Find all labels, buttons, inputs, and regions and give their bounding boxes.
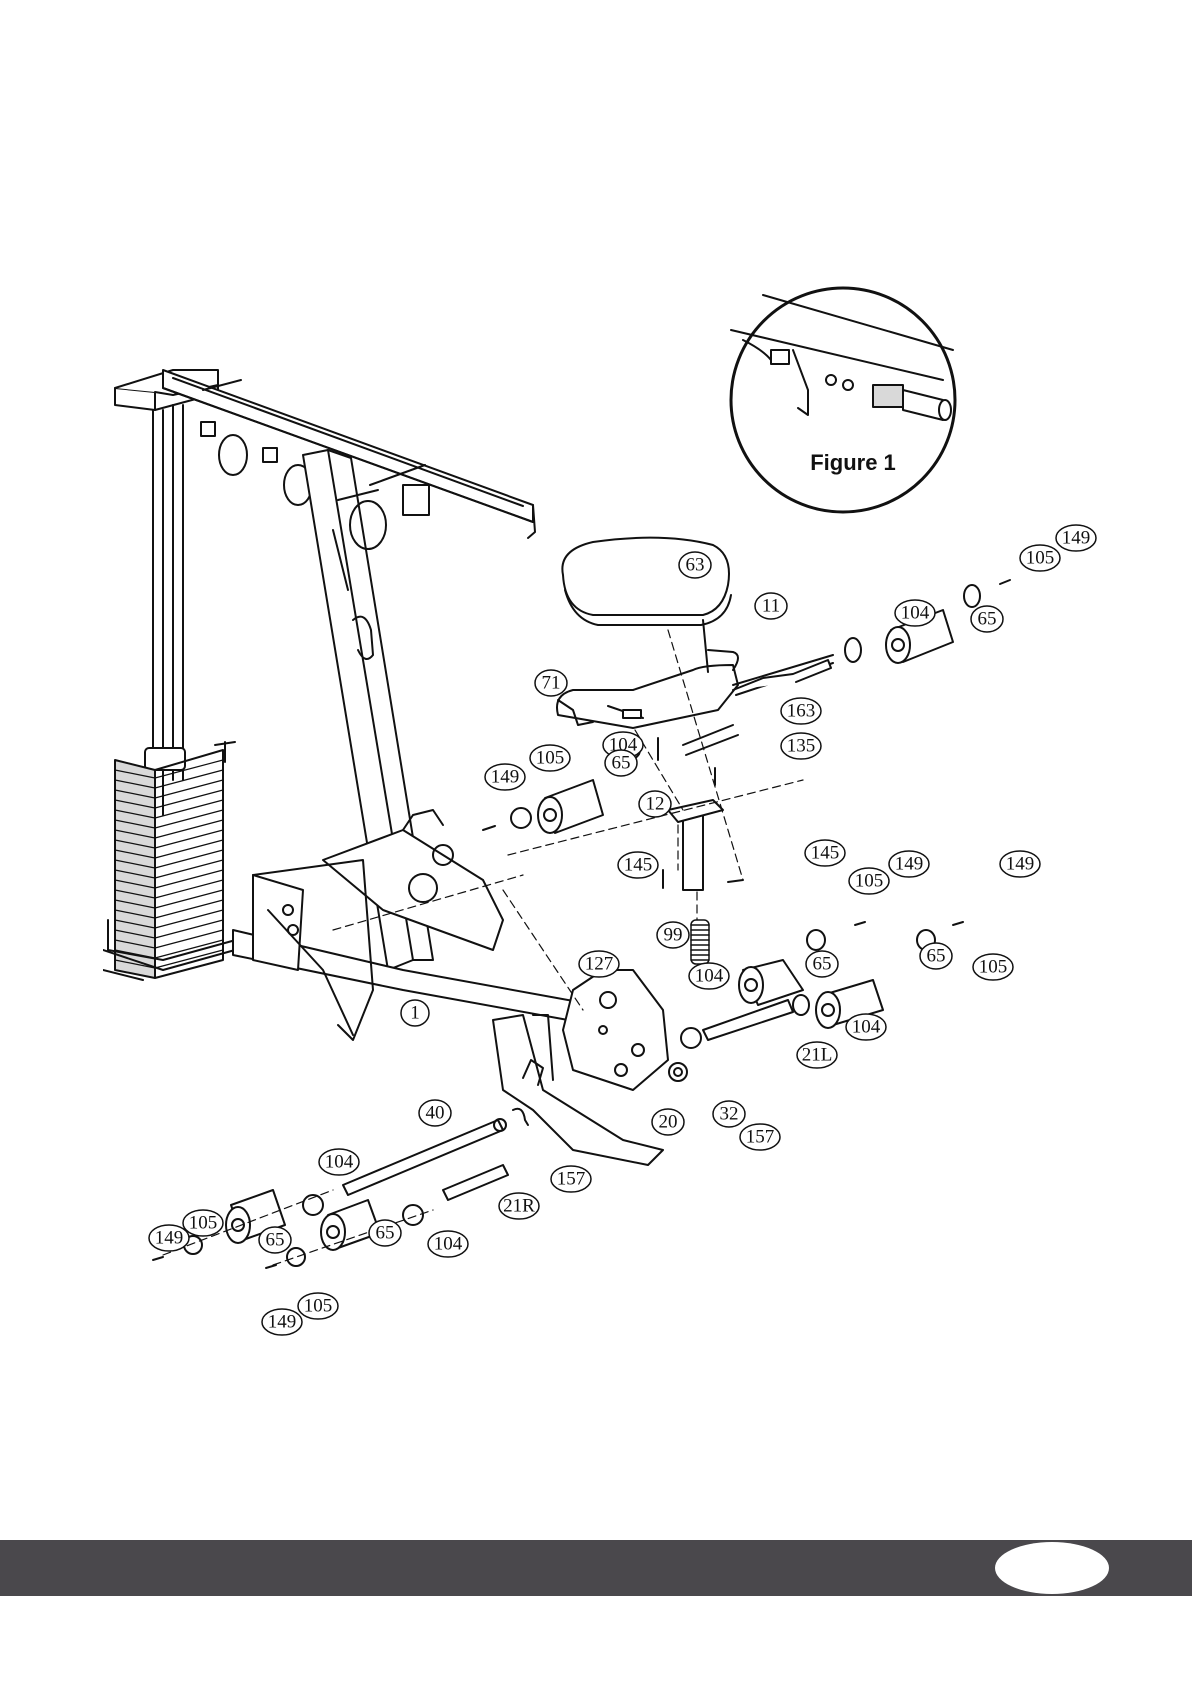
svg-text:65: 65 [978, 609, 997, 630]
callout-104: 104 [895, 600, 935, 626]
callout-105: 105 [1020, 545, 1060, 571]
svg-text:21R: 21R [503, 1196, 535, 1217]
svg-text:135: 135 [787, 736, 816, 757]
callout-105: 105 [849, 868, 889, 894]
callout-145: 145 [805, 840, 845, 866]
callout-40: 40 [419, 1100, 451, 1126]
svg-text:11: 11 [762, 596, 780, 617]
callout-157: 157 [740, 1124, 780, 1150]
svg-text:127: 127 [585, 954, 614, 975]
svg-text:145: 145 [624, 855, 653, 876]
svg-text:21L: 21L [802, 1045, 833, 1066]
callout-1: 1 [401, 1000, 429, 1026]
svg-text:149: 149 [1006, 854, 1035, 875]
lower-left-roller-set [153, 1109, 528, 1268]
top-frame [163, 370, 535, 549]
callout-65: 65 [369, 1220, 401, 1246]
callout-71: 71 [535, 670, 567, 696]
callout-65: 65 [605, 750, 637, 776]
callout-149: 149 [149, 1225, 189, 1251]
svg-text:105: 105 [855, 871, 884, 892]
svg-text:105: 105 [979, 957, 1008, 978]
callout-105: 105 [298, 1293, 338, 1319]
svg-text:65: 65 [612, 753, 631, 774]
callout-65: 65 [806, 951, 838, 977]
svg-text:104: 104 [852, 1017, 881, 1038]
svg-text:99: 99 [664, 925, 683, 946]
svg-text:71: 71 [542, 673, 561, 694]
callout-32: 32 [713, 1101, 745, 1127]
callout-12: 12 [639, 791, 671, 817]
svg-text:105: 105 [1026, 548, 1055, 569]
callout-11: 11 [755, 593, 787, 619]
callout-21L: 21L [797, 1042, 837, 1068]
svg-text:163: 163 [787, 701, 816, 722]
callout-65: 65 [920, 943, 952, 969]
svg-text:149: 149 [155, 1228, 184, 1249]
callout-105: 105 [183, 1210, 223, 1236]
svg-text:157: 157 [557, 1169, 586, 1190]
svg-text:105: 105 [304, 1296, 333, 1317]
svg-text:149: 149 [895, 854, 924, 875]
svg-text:104: 104 [434, 1234, 463, 1255]
callout-145: 145 [618, 852, 658, 878]
svg-text:65: 65 [376, 1223, 395, 1244]
svg-text:65: 65 [813, 954, 832, 975]
callout-99: 99 [657, 922, 689, 948]
callout-104: 104 [689, 963, 729, 989]
page-number [995, 1542, 1109, 1594]
svg-text:20: 20 [659, 1112, 678, 1133]
svg-text:104: 104 [901, 603, 930, 624]
callout-104: 104 [319, 1149, 359, 1175]
callout-63: 63 [679, 552, 711, 578]
svg-text:105: 105 [189, 1213, 218, 1234]
svg-text:63: 63 [686, 555, 705, 576]
callout-105: 105 [530, 745, 570, 771]
svg-text:1: 1 [410, 1003, 420, 1024]
figure-1-detail [731, 288, 955, 512]
callout-149: 149 [485, 764, 525, 790]
svg-text:104: 104 [695, 966, 724, 987]
callout-163: 163 [781, 698, 821, 724]
svg-text:65: 65 [266, 1230, 285, 1251]
svg-text:149: 149 [268, 1312, 297, 1333]
callout-149: 149 [262, 1309, 302, 1335]
svg-text:149: 149 [1062, 528, 1091, 549]
callout-157: 157 [551, 1166, 591, 1192]
svg-text:145: 145 [811, 843, 840, 864]
svg-text:104: 104 [325, 1152, 354, 1173]
svg-text:65: 65 [927, 946, 946, 967]
svg-text:105: 105 [536, 748, 565, 769]
callout-149: 149 [1000, 851, 1040, 877]
callout-65: 65 [259, 1227, 291, 1253]
callout-135: 135 [781, 733, 821, 759]
callout-20: 20 [652, 1109, 684, 1135]
callout-105: 105 [973, 954, 1013, 980]
svg-text:12: 12 [646, 794, 665, 815]
svg-text:157: 157 [746, 1127, 775, 1148]
callout-104: 104 [846, 1014, 886, 1040]
callout-149: 149 [889, 851, 929, 877]
svg-text:149: 149 [491, 767, 520, 788]
svg-text:40: 40 [426, 1103, 445, 1124]
figure-1-label: Figure 1 [810, 450, 896, 475]
diagram-svg: Figure 1 63 11 71 104 163 135 149 105 65… [103, 270, 1113, 1430]
exploded-parts-diagram: Figure 1 63 11 71 104 163 135 149 105 65… [103, 270, 1113, 1430]
callout-104: 104 [428, 1231, 468, 1257]
callout-149: 149 [1056, 525, 1096, 551]
callout-65: 65 [971, 606, 1003, 632]
callout-21R: 21R [499, 1193, 539, 1219]
svg-text:32: 32 [720, 1104, 739, 1125]
callout-127: 127 [579, 951, 619, 977]
